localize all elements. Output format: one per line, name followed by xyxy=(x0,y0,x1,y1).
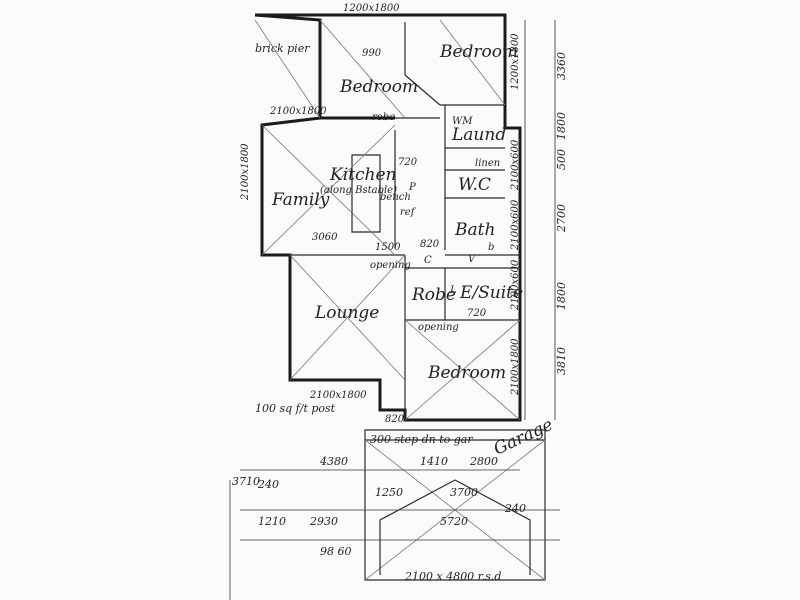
dim-lounge-window: 2100x1800 xyxy=(309,390,367,401)
laund-label: Laund xyxy=(451,125,506,145)
dim-right-3810: 3810 xyxy=(555,347,568,375)
dimension-lines xyxy=(229,20,560,600)
b-note: b xyxy=(488,242,494,253)
kitchen-label: Kitchen xyxy=(329,165,396,185)
dim-family-side-window: 2100x1800 xyxy=(240,143,251,201)
diagonal-construction-lines xyxy=(254,19,521,421)
dim-g-1250: 1250 xyxy=(375,486,403,499)
dim-right-window-5: 2100x1800 xyxy=(510,338,521,396)
dim-g-4380: 4380 xyxy=(319,455,348,468)
dim-720: 720 xyxy=(398,157,418,168)
dim-g-1410: 1410 xyxy=(420,455,448,468)
exterior-walls xyxy=(254,13,522,422)
dim-right-3360: 3360 xyxy=(555,52,568,80)
dim-g-2930: 2930 xyxy=(309,515,338,528)
dim-top-990: 990 xyxy=(362,48,382,59)
dim-3060: 3060 xyxy=(312,232,338,243)
dim-right-window-2: 2100x600 xyxy=(510,139,521,191)
bath-label: Bath xyxy=(454,220,495,240)
dim-820: 820 xyxy=(420,239,440,250)
garage-door-note: 2100 x 4800 r.s.d xyxy=(404,570,501,583)
dim-right-2700: 2700 xyxy=(555,204,568,233)
ref-note: ref xyxy=(400,207,417,218)
dim-right-1800b: 1800 xyxy=(555,282,568,310)
opening-note-1: opening xyxy=(370,260,411,271)
dim-right-window-4: 2100x600 xyxy=(510,259,521,311)
family-label: Family xyxy=(271,190,330,210)
dim-left-3710: 3710 xyxy=(232,475,260,488)
wm-note: WM xyxy=(452,116,473,127)
dim-720b: 720 xyxy=(467,308,487,319)
bedroom-top-left-label: Bedroom xyxy=(339,77,418,97)
ensuite-label: E/Suite xyxy=(459,283,523,303)
l-note: L xyxy=(449,285,457,296)
linen-note: linen xyxy=(475,158,500,169)
bedroom-bottom-label: Bedroom xyxy=(427,363,506,383)
kitchen-note: (along Bstable) xyxy=(320,185,397,196)
dim-right-500: 500 xyxy=(555,149,568,170)
post-note: 100 sq f/t post xyxy=(255,402,336,415)
dim-g-240: 240 xyxy=(257,478,279,491)
dim-right-1800: 1800 xyxy=(555,112,568,140)
garage-label: Garage xyxy=(491,415,556,460)
dim-g-240b: 240 xyxy=(504,502,526,515)
p-note: P xyxy=(408,182,416,193)
dim-top-window: 1200x1800 xyxy=(343,3,400,14)
bedroom-top-right-label: Bedroom xyxy=(439,42,518,62)
bench-note: bench xyxy=(380,192,411,203)
dim-g-5720: 5720 xyxy=(440,515,468,528)
dim-g-9860: 98 60 xyxy=(320,545,352,558)
dim-g-1210: 1210 xyxy=(258,515,286,528)
interior-walls xyxy=(290,22,520,420)
dim-g-2800: 2800 xyxy=(469,455,498,468)
opening-note-2: opening xyxy=(418,322,459,333)
robe-note: robe xyxy=(372,112,395,123)
lounge-label: Lounge xyxy=(314,303,379,323)
c-note: C xyxy=(424,255,432,266)
dim-g-3700: 3700 xyxy=(450,486,478,499)
wc-label: W.C xyxy=(458,175,491,195)
dim-820b: 820 xyxy=(385,414,405,425)
v-note: V xyxy=(468,254,477,265)
dim-right-window-3: 2100x600 xyxy=(510,199,521,251)
step-note: 300 step dn to gar xyxy=(370,433,473,446)
robe-label: Robe xyxy=(411,285,456,305)
dim-right-window-1: 1200x1800 xyxy=(510,33,521,90)
dim-family-window: 2100x1800 xyxy=(269,106,327,117)
dim-1500: 1500 xyxy=(375,242,401,253)
brick-pier-note: brick pier xyxy=(255,42,310,55)
